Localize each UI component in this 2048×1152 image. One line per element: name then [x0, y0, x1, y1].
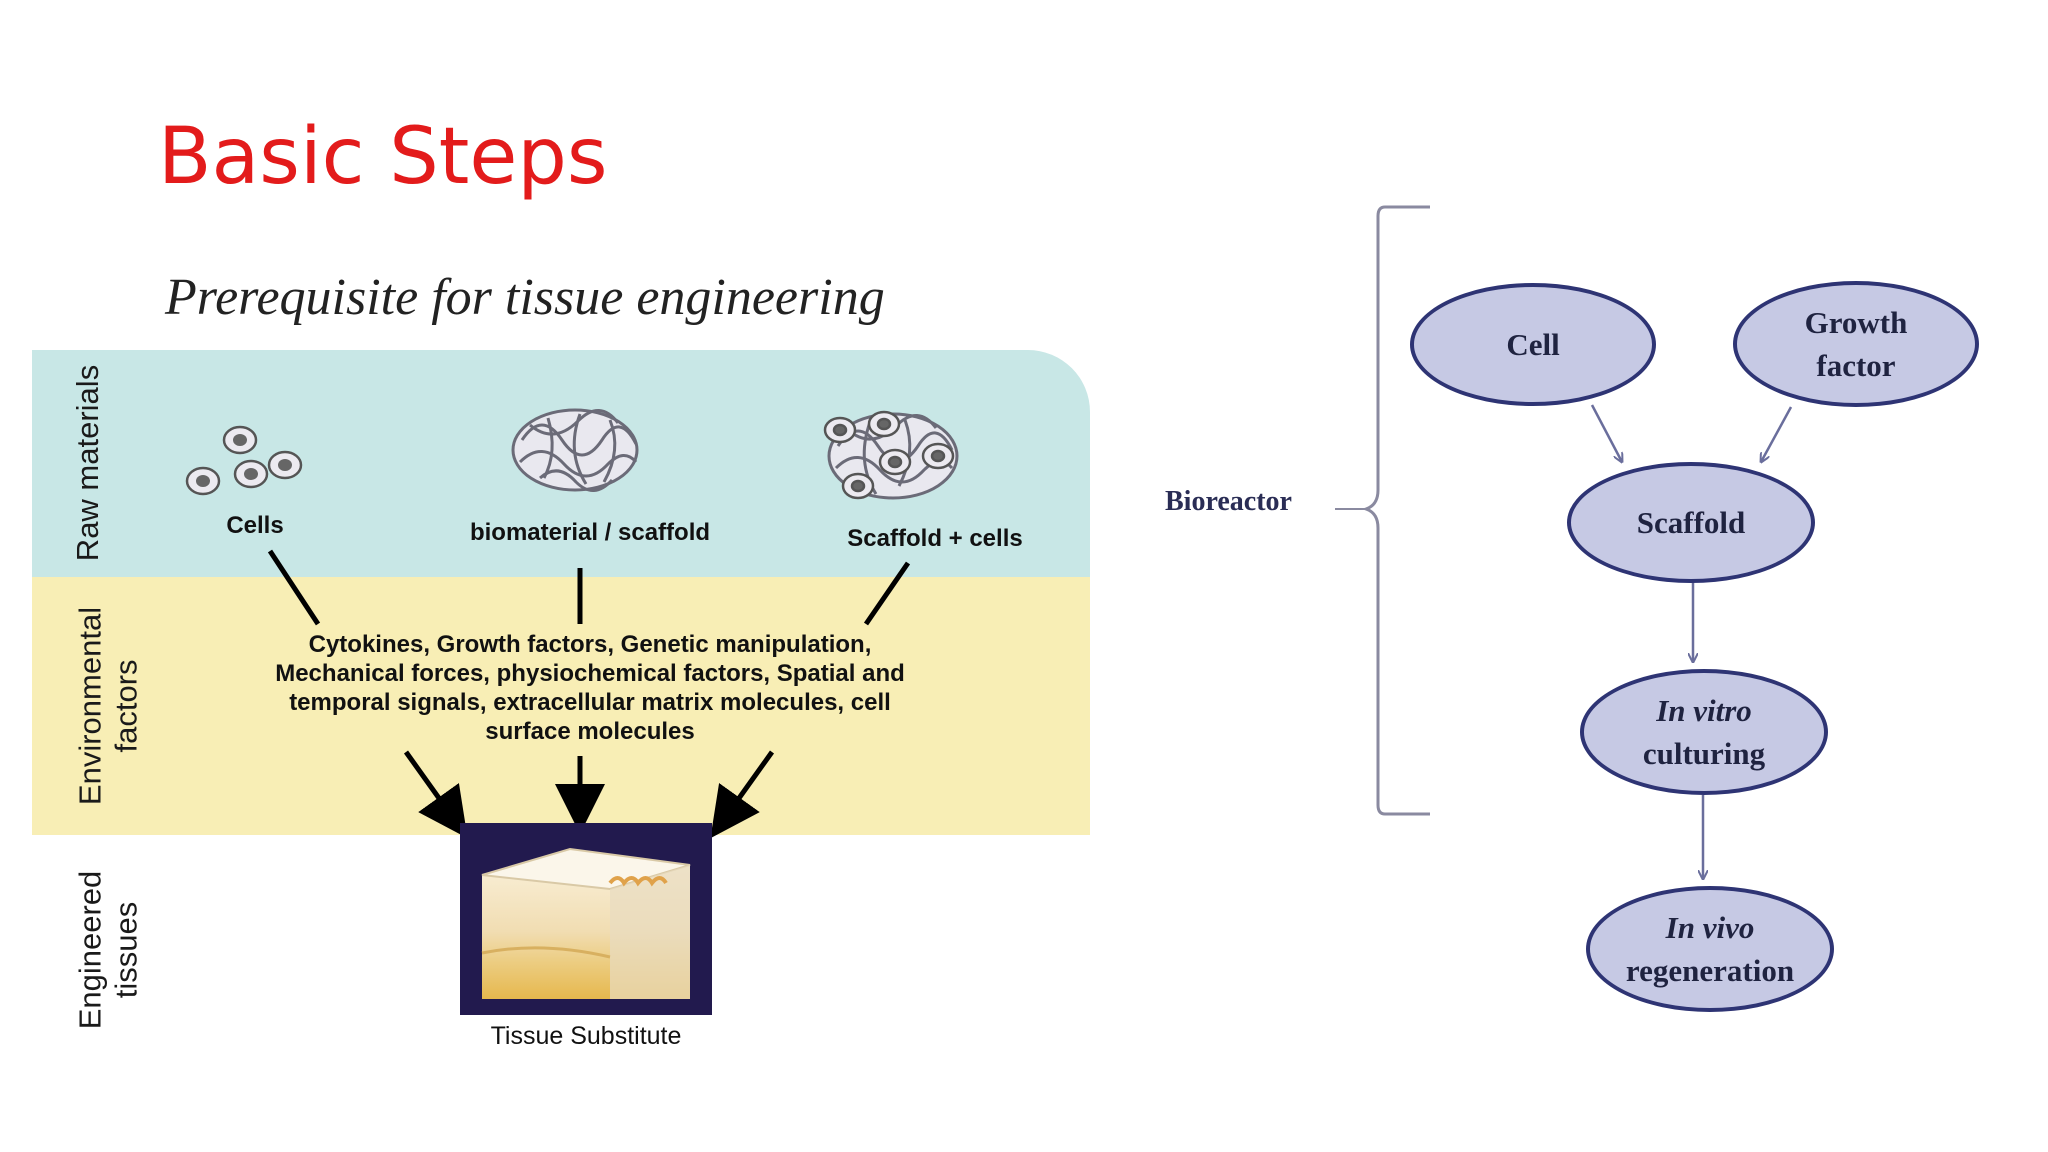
diagram-title: Prerequisite for tissue engineering	[165, 269, 885, 326]
cells-label: Cells	[226, 512, 284, 539]
node-label: In vitro	[1656, 692, 1752, 728]
connector-line-cells	[267, 549, 321, 626]
node-label: Growth	[1804, 304, 1908, 340]
environmental-factors-text: Cytokines, Growth factors, Genetic manip…	[220, 630, 960, 746]
biomaterial-label: biomaterial / scaffold	[469, 519, 711, 546]
env-text-line: surface molecules	[485, 718, 695, 745]
arrow-growth-to-scaffold	[1761, 406, 1793, 462]
node-label: Cell	[1506, 326, 1560, 362]
env-text-line: Mechanical forces, physiochemical factor…	[275, 660, 905, 687]
node-scaffold: Scaffold	[1567, 462, 1815, 583]
tissue-illustration	[481, 847, 691, 999]
cells-icon	[185, 425, 303, 496]
arrow-to-tissue-left	[403, 750, 468, 839]
slide-title: Basic Steps	[158, 112, 608, 202]
arrow-cell-to-scaffold	[1590, 404, 1622, 462]
node-cell: Cell	[1410, 283, 1656, 406]
bioreactor-bracket	[1361, 205, 1430, 816]
node-label: Scaffold	[1636, 504, 1746, 540]
node-growth-factor: Growth factor	[1733, 281, 1979, 407]
node-label: factor	[1816, 348, 1896, 383]
scaffold-icon	[511, 408, 639, 492]
tissue-substitute-image	[460, 823, 712, 1015]
scaffold-cells-icon	[823, 410, 959, 500]
node-label: In vivo	[1665, 909, 1755, 945]
arrow-to-tissue-right	[710, 750, 775, 839]
scaffold-cells-label: Scaffold + cells	[847, 525, 1023, 552]
env-text-line: temporal signals, extracellular matrix m…	[289, 689, 891, 716]
node-in-vitro-culturing: In vitro culturing	[1580, 669, 1828, 795]
node-in-vivo-regeneration: In vivo regeneration	[1586, 886, 1834, 1012]
node-label: regeneration	[1625, 953, 1795, 988]
node-label: culturing	[1642, 736, 1766, 771]
connector-line-scaffold-cells	[863, 561, 911, 626]
tissue-substitute-label: Tissue Substitute	[490, 1022, 682, 1050]
env-text-line: Cytokines, Growth factors, Genetic manip…	[308, 631, 872, 658]
bioreactor-label: Bioreactor	[1165, 486, 1292, 517]
